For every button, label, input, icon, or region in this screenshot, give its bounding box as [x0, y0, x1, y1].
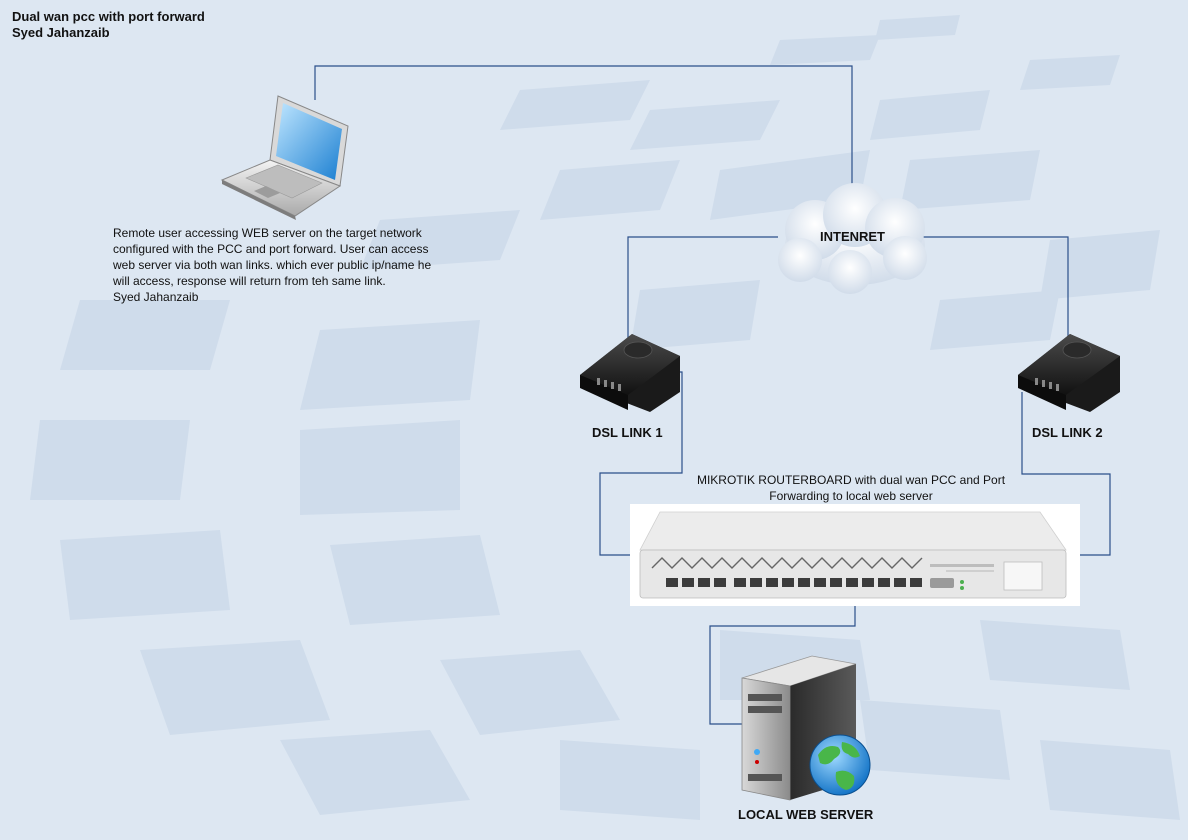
connectors — [314, 65, 1111, 725]
description-line: will access, response will return from t… — [113, 274, 386, 288]
router-caption-line: Forwarding to local web server — [769, 489, 933, 503]
description-line: web server via both wan links. which eve… — [113, 258, 432, 272]
diagram-title-block: Dual wan pcc with port forward Syed Jaha… — [12, 9, 205, 41]
laptop-icon — [220, 95, 349, 220]
description-line: Syed Jahanzaib — [113, 290, 199, 304]
description-line: configured with the PCC and port forward… — [113, 242, 429, 256]
page-author: Syed Jahanzaib — [12, 25, 110, 40]
dsl-link-2-label: DSL LINK 2 — [1032, 425, 1103, 440]
dsl-link-1-label: DSL LINK 1 — [592, 425, 663, 440]
description-block: Remote user accessing WEB server on the … — [113, 225, 473, 305]
web-server-icon — [741, 655, 871, 801]
dsl-modem-2-icon — [1018, 334, 1120, 412]
mikrotik-router-icon — [630, 504, 1080, 606]
local-web-server-label: LOCAL WEB SERVER — [738, 807, 874, 822]
internet-cloud-icon — [778, 183, 927, 294]
page-title: Dual wan pcc with port forward — [12, 9, 205, 24]
router-caption: MIKROTIK ROUTERBOARD with dual wan PCC a… — [660, 472, 1042, 504]
internet-label: INTENRET — [820, 229, 885, 244]
description-line: Remote user accessing WEB server on the … — [113, 226, 422, 240]
dsl-modem-1-icon — [580, 334, 680, 412]
router-caption-line: MIKROTIK ROUTERBOARD with dual wan PCC a… — [696, 473, 1006, 487]
